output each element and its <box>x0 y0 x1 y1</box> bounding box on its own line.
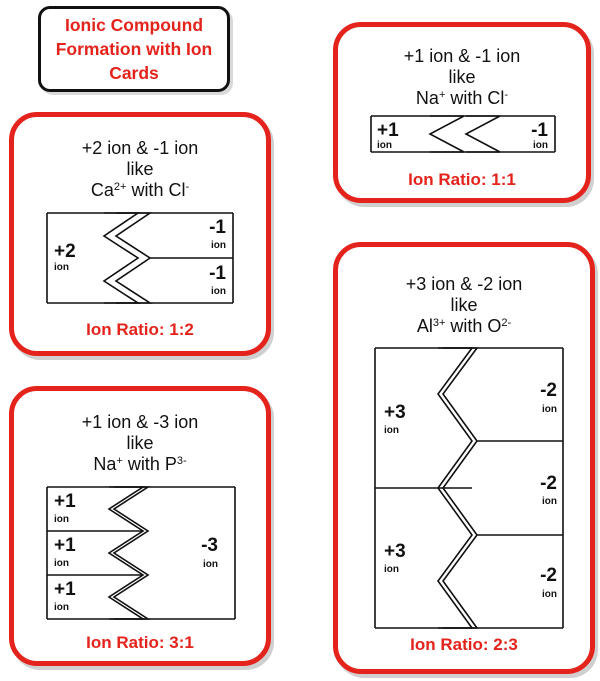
anion-notch <box>114 212 153 304</box>
cation-charge-label: +1 <box>54 491 76 512</box>
anion-charge-label: -3 <box>201 535 218 556</box>
example-joiner: with <box>126 180 169 200</box>
cation-ion-label: ion <box>54 602 69 613</box>
cation-notch <box>428 115 465 153</box>
cation-ion-label: ion <box>54 514 69 525</box>
cation-notch <box>102 212 141 304</box>
cation-charge: + <box>116 455 123 467</box>
example-compound: Na+ with P3- <box>14 454 266 475</box>
cation-notch <box>437 347 474 629</box>
anion-notch <box>112 486 151 620</box>
anion-charge: 3- <box>176 455 187 467</box>
anion-charge-label: -2 <box>540 565 557 586</box>
cation-notch <box>107 486 146 620</box>
anion-ion-label: ion <box>211 286 226 297</box>
cation-charge-label: +2 <box>54 241 76 262</box>
anion-charge-label: -1 <box>209 217 226 238</box>
ion-card-diagram: +1 ion -1 ion <box>370 115 556 153</box>
card-plus3-minus2: +3 ion & -2 ion like Al3+ with O2- +3 io… <box>333 242 595 674</box>
anion-symbol: O <box>487 316 502 336</box>
title-box: Ionic Compound Formation with Ion Cards <box>38 6 230 92</box>
anion-ion-label: ion <box>211 240 226 251</box>
card-description: +2 ion & -1 ion like Ca2+ with Cl- <box>14 138 266 201</box>
anion-charge-label: -2 <box>540 380 557 401</box>
desc-line-2: like <box>450 295 478 315</box>
anion-charge-label: -1 <box>531 120 548 141</box>
desc-line-2: like <box>448 67 476 87</box>
anion-ion-label: ion <box>533 140 548 151</box>
anion-ion-label: ion <box>542 404 557 415</box>
anion-ion-label: ion <box>542 496 557 507</box>
desc-line-1: +1 ion & -1 ion <box>403 46 521 66</box>
desc-line-1: +2 ion & -1 ion <box>81 138 199 158</box>
ion-card-diagram: +3 ion +3 ion -2 ion -2 ion -2 ion <box>374 347 564 629</box>
cation-charge-label: +3 <box>384 541 406 562</box>
card-plus2-minus1: +2 ion & -1 ion like Ca2+ with Cl- +2 io… <box>9 112 271 356</box>
anion-notch <box>442 347 479 629</box>
anion-charge: - <box>504 89 509 101</box>
desc-line-2: like <box>126 159 154 179</box>
desc-line-1: +1 ion & -3 ion <box>81 412 199 432</box>
example-joiner: with <box>445 316 488 336</box>
ion-ratio: Ion Ratio: 1:1 <box>408 170 516 189</box>
ion-card-diagram: +1 ion +1 ion +1 ion -3 ion <box>46 486 236 620</box>
cation-charge-label: +1 <box>377 120 399 141</box>
anion-charge-label: -2 <box>540 473 557 494</box>
example-compound: Al3+ with O2- <box>338 316 590 337</box>
ion-ratio: Ion Ratio: 2:3 <box>410 635 518 654</box>
anion-charge: - <box>185 181 190 193</box>
anion-charge-label: -1 <box>209 263 226 284</box>
cation-symbol: Ca <box>90 180 114 200</box>
anion-charge: 2- <box>501 317 512 329</box>
anion-symbol: P <box>164 454 177 474</box>
card-plus1-minus3: +1 ion & -3 ion like Na+ with P3- +1 ion… <box>9 386 271 666</box>
ion-card-diagram: +2 ion -1 ion -1 ion <box>46 212 234 304</box>
cation-charge-label: +3 <box>384 402 406 423</box>
example-compound: Na+ with Cl- <box>338 88 586 109</box>
ion-ratio: Ion Ratio: 3:1 <box>86 633 194 652</box>
anion-symbol: Cl <box>487 88 505 108</box>
cation-ion-label: ion <box>54 262 69 273</box>
example-joiner: with <box>445 88 488 108</box>
card-description: +1 ion & -1 ion like Na+ with Cl- <box>338 46 586 109</box>
card-description: +1 ion & -3 ion like Na+ with P3- <box>14 412 266 475</box>
cation-charge-label: +1 <box>54 579 76 600</box>
example-compound: Ca2+ with Cl- <box>14 180 266 201</box>
anion-ion-label: ion <box>542 589 557 600</box>
cation-ion-label: ion <box>384 564 399 575</box>
cation-charge-label: +1 <box>54 535 76 556</box>
cation-symbol: Na <box>415 88 439 108</box>
cation-charge: 2+ <box>113 181 127 193</box>
example-joiner: with <box>122 454 165 474</box>
page-title: Ionic Compound Formation with Ion Cards <box>55 15 213 83</box>
cation-ion-label: ion <box>384 425 399 436</box>
cation-symbol: Na <box>93 454 117 474</box>
desc-line-2: like <box>126 433 154 453</box>
cation-symbol: Al <box>416 316 433 336</box>
desc-line-1: +3 ion & -2 ion <box>405 274 523 294</box>
cation-ion-label: ion <box>377 140 392 151</box>
anion-notch <box>464 115 501 153</box>
anion-symbol: Cl <box>168 180 186 200</box>
cation-ion-label: ion <box>54 558 69 569</box>
ion-ratio: Ion Ratio: 1:2 <box>86 320 194 339</box>
cation-charge: 3+ <box>432 317 446 329</box>
card-plus1-minus1: +1 ion & -1 ion like Na+ with Cl- +1 ion… <box>333 22 591 203</box>
card-description: +3 ion & -2 ion like Al3+ with O2- <box>338 274 590 337</box>
cation-charge: + <box>438 89 446 101</box>
anion-ion-label: ion <box>203 559 218 570</box>
